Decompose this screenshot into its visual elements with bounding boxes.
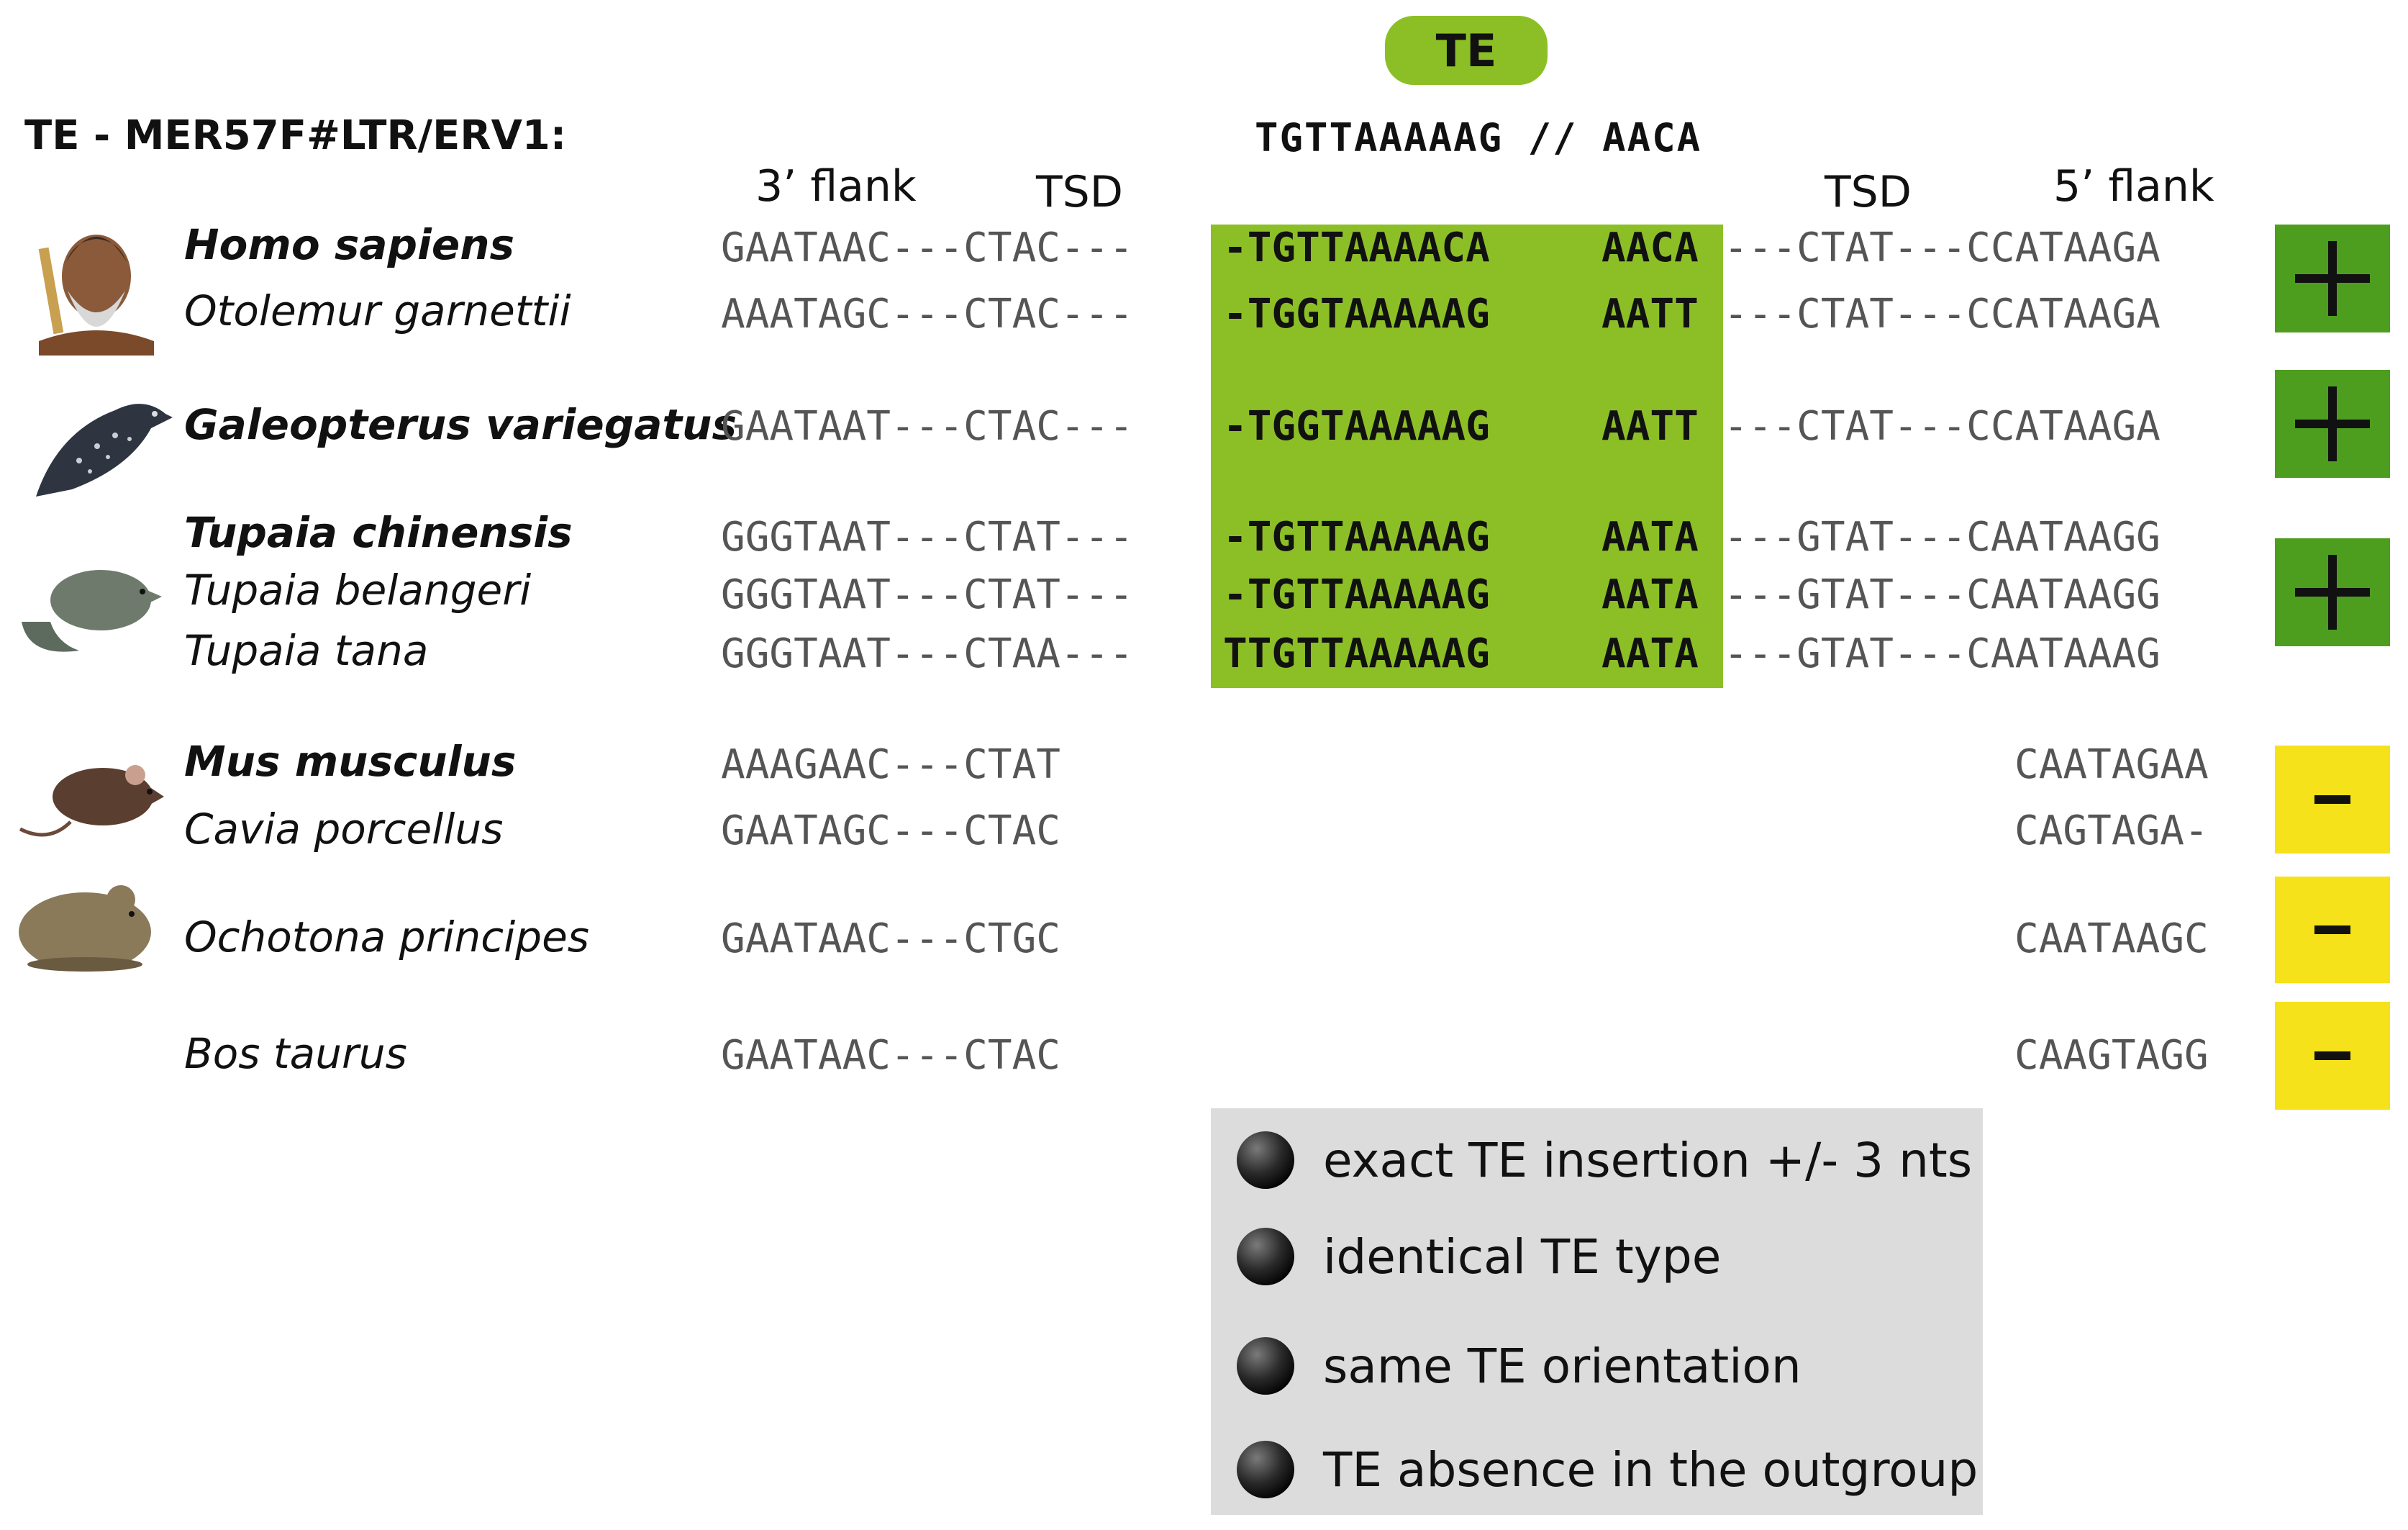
species-bos-taurus: Bos taurus bbox=[184, 1029, 407, 1078]
te-sequence-header: TGTTAAAAAG // AACA bbox=[1255, 115, 1702, 160]
seq-te-otolemur-garnettii: -TGGTAAAAAG bbox=[1223, 291, 1490, 338]
te-insertion-block bbox=[1211, 225, 1723, 688]
seq-right-homo-sapiens: ---CTAT---CCATAAGA bbox=[1724, 225, 2161, 271]
seq-right-otolemur-garnettii: ---CTAT---CCATAAGA bbox=[1724, 291, 2161, 338]
seq-te-tupaia-chinensis: -TGTTAAAAAG bbox=[1223, 514, 1490, 561]
bullet-icon bbox=[1237, 1337, 1294, 1395]
seq-right-tupaia-belangeri: ---GTAT---CAATAAGG bbox=[1724, 571, 2161, 618]
colugo-icon bbox=[36, 404, 173, 497]
seq-te-end-galeopterus-variegatus: AATT bbox=[1601, 403, 1699, 450]
seq-te-end-homo-sapiens: AACA bbox=[1601, 225, 1699, 271]
criteria-legend: exact TE insertion +/- 3 nts identical T… bbox=[1211, 1108, 1983, 1515]
species-galeopterus-variegatus: Galeopterus variegatus bbox=[184, 400, 737, 449]
minus-icon bbox=[2314, 925, 2350, 934]
legend-item: exact TE insertion +/- 3 nts bbox=[1237, 1131, 1972, 1189]
seq-te-end-tupaia-chinensis: AATA bbox=[1601, 514, 1699, 561]
tsd-left-header: TSD bbox=[1036, 167, 1123, 217]
seq-right-tupaia-tana: ---GTAT---CAATAAAG bbox=[1724, 630, 2161, 677]
mouse-icon bbox=[19, 765, 164, 837]
absence-badge-rodents bbox=[2275, 746, 2390, 854]
presence-badge-dermoptera bbox=[2275, 370, 2390, 478]
absence-badge-outgroup bbox=[2275, 1002, 2390, 1110]
seq-te-end-tupaia-tana: AATA bbox=[1601, 630, 1699, 677]
species-ochotona-principes: Ochotona principes bbox=[184, 913, 590, 961]
seq-left-homo-sapiens: GAATAAC---CTAC--- bbox=[721, 225, 1134, 271]
presence-badge-primates bbox=[2275, 225, 2390, 332]
seq-right-tupaia-chinensis: ---GTAT---CAATAAGG bbox=[1724, 514, 2161, 561]
seq-te-homo-sapiens: -TGTTAAAACA bbox=[1223, 225, 1490, 271]
bullet-icon bbox=[1237, 1441, 1294, 1498]
seq-te-end-otolemur-garnettii: AATT bbox=[1601, 291, 1699, 338]
te-title: TE - MER57F#LTR/ERV1: bbox=[24, 112, 567, 159]
species-cavia-porcellus: Cavia porcellus bbox=[184, 805, 504, 854]
seq-left-galeopterus-variegatus: GAATAAT---CTAC--- bbox=[721, 403, 1134, 450]
seq-left-otolemur-garnettii: AAATAGC---CTAC--- bbox=[721, 291, 1134, 338]
bullet-icon bbox=[1237, 1131, 1294, 1189]
seq-right-bos-taurus: CAAGTAGG bbox=[2014, 1032, 2209, 1079]
species-mus-musculus: Mus musculus bbox=[184, 737, 517, 786]
seq-te-galeopterus-variegatus: -TGGTAAAAAG bbox=[1223, 403, 1490, 450]
legend-item: identical TE type bbox=[1237, 1228, 1721, 1285]
seq-right-cavia-porcellus: CAGTAGA- bbox=[2014, 807, 2209, 854]
seq-right-ochotona-principes: CAATAAGC bbox=[2014, 915, 2209, 962]
te-badge: TE bbox=[1385, 16, 1548, 85]
pika-icon bbox=[19, 885, 151, 972]
presence-badge-scandentia bbox=[2275, 538, 2390, 646]
species-tupaia-belangeri: Tupaia belangeri bbox=[184, 566, 532, 615]
seq-te-tupaia-tana: TTGTTAAAAAG bbox=[1223, 630, 1490, 677]
absence-badge-lagomorph bbox=[2275, 877, 2390, 983]
tsd-right-header: TSD bbox=[1825, 167, 1912, 217]
species-otolemur-garnettii: Otolemur garnettii bbox=[184, 286, 571, 335]
legend-item: TE absence in the outgroup bbox=[1237, 1441, 1978, 1498]
seq-left-mus-musculus: AAAGAAC---CTAT bbox=[721, 741, 1061, 788]
species-tupaia-chinensis: Tupaia chinensis bbox=[184, 508, 573, 557]
human-portrait-icon bbox=[38, 235, 154, 356]
seq-left-tupaia-belangeri: GGGTAAT---CTAT--- bbox=[721, 571, 1134, 618]
minus-icon bbox=[2314, 795, 2350, 804]
species-tupaia-tana: Tupaia tana bbox=[184, 626, 429, 675]
seq-left-tupaia-tana: GGGTAAT---CTAA--- bbox=[721, 630, 1134, 677]
plus-icon bbox=[2295, 555, 2370, 630]
seq-left-cavia-porcellus: GAATAGC---CTAC bbox=[721, 807, 1061, 854]
legend-item: same TE orientation bbox=[1237, 1337, 1802, 1395]
treeshrew-icon bbox=[22, 570, 162, 652]
plus-icon bbox=[2295, 241, 2370, 316]
seq-left-bos-taurus: GAATAAC---CTAC bbox=[721, 1032, 1061, 1079]
species-homo-sapiens: Homo sapiens bbox=[184, 220, 515, 269]
seq-left-ochotona-principes: GAATAAC---CTGC bbox=[721, 915, 1061, 962]
seq-left-tupaia-chinensis: GGGTAAT---CTAT--- bbox=[721, 514, 1134, 561]
seq-te-tupaia-belangeri: -TGTTAAAAAG bbox=[1223, 571, 1490, 618]
seq-te-end-tupaia-belangeri: AATA bbox=[1601, 571, 1699, 618]
flank3-header: 3’ flank bbox=[755, 161, 917, 212]
bullet-icon bbox=[1237, 1228, 1294, 1285]
minus-icon bbox=[2314, 1051, 2350, 1060]
plus-icon bbox=[2295, 386, 2370, 461]
seq-right-mus-musculus: CAATAGAA bbox=[2014, 741, 2209, 788]
seq-right-galeopterus-variegatus: ---CTAT---CCATAAGA bbox=[1724, 403, 2161, 450]
flank5-header: 5’ flank bbox=[2053, 161, 2214, 212]
